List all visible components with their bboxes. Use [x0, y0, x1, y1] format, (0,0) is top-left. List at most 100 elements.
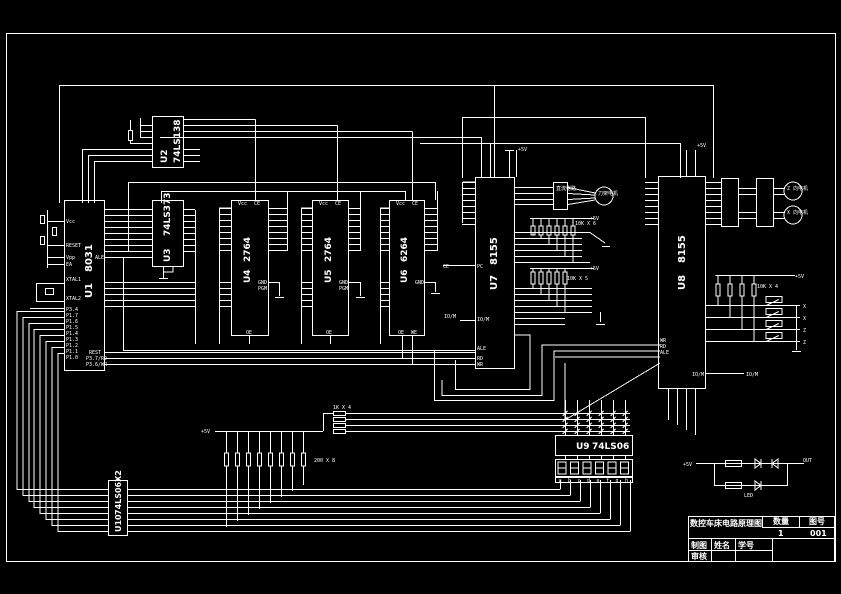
- resistor: [246, 452, 251, 467]
- resistor: [538, 225, 544, 236]
- resistor: [268, 452, 273, 467]
- segment-pin-label: a: [559, 478, 562, 484]
- drawing-no-value: 001: [810, 529, 827, 538]
- chip-u9-part: 74LS06: [592, 442, 629, 452]
- resistor: [570, 225, 576, 236]
- chip-u4: 2764 U4 Vcc CE GND PGM OE: [219, 200, 284, 344]
- capacitor-box: [765, 320, 783, 327]
- resistor: [257, 452, 262, 467]
- led-label: LED: [744, 493, 753, 499]
- pin-label: P1.5: [66, 325, 78, 331]
- vcc-label: +5V: [590, 216, 599, 222]
- chip-u3-ref: U3: [163, 248, 173, 262]
- chip-u7-part: 8155: [489, 237, 500, 265]
- capacitor-box: [765, 332, 783, 339]
- pin-label: P1.1: [66, 349, 78, 355]
- resistor: [224, 452, 229, 467]
- title-block: 数控车床电路原理图 数量 图号 1 001 制图 姓名 学号 审核: [688, 516, 835, 562]
- pin-label: Vcc: [396, 201, 405, 207]
- reset-crystal-circuit: [30, 210, 64, 309]
- led-circuit: +5V OUT LED: [683, 458, 812, 499]
- chip-u10: U10 74LS06X2: [108, 470, 128, 536]
- drawing-no-label: 图号: [809, 517, 825, 526]
- segment-pin-label: c: [578, 478, 581, 484]
- pin-label: IO/M: [477, 317, 489, 323]
- chip-u6-part: 6264: [400, 237, 410, 262]
- axis-label: X: [803, 316, 806, 322]
- vcc-label: +5V: [795, 274, 804, 280]
- pin-label: Vcc: [238, 201, 247, 207]
- pin-label: GND: [258, 280, 267, 286]
- axis-label: Z: [803, 328, 806, 334]
- resistor-label: 10K X 6: [575, 221, 596, 227]
- u7-peripherals: 直流电路 刀架电机 +5V 10K X 6 +5V 10K X 5: [515, 182, 618, 325]
- bus-line: [28, 323, 108, 502]
- pin-label: GND: [415, 280, 424, 286]
- pin-label: P1.2: [66, 343, 78, 349]
- chip-u6-ref: U6: [400, 269, 410, 283]
- pin-label: CE: [335, 201, 341, 207]
- segment-pin-label: h: [625, 478, 628, 484]
- pin-label: PGM: [258, 286, 267, 292]
- resistor: [538, 271, 544, 285]
- pin-label: OE: [398, 330, 404, 336]
- lower-bus: [16, 311, 631, 532]
- optocoupler-block-2: [721, 178, 739, 227]
- chip-u8-part: 8155: [677, 235, 688, 263]
- x-motor-label: X 向电机: [787, 209, 808, 216]
- vcc-label: +5V: [590, 266, 599, 272]
- pin-label: P3.7/RD: [86, 356, 107, 362]
- pin-label: ALE: [660, 350, 669, 356]
- vcc-label: +5V: [697, 143, 706, 149]
- bus-line: [45, 341, 108, 520]
- pin-label: XTAL2: [66, 296, 81, 302]
- chip-u2: U2 74LS138: [82, 116, 420, 203]
- x-motor: [783, 205, 803, 225]
- chip-u9: U9 74LS06: [555, 435, 633, 456]
- pin-label: PC: [477, 264, 483, 270]
- chip-u8-ref: U8: [677, 275, 688, 290]
- limit-switches: +5V 10K X 4 X X Z Z: [706, 274, 806, 352]
- bus-line: [22, 317, 108, 496]
- chip-u3-part: 74LS373: [163, 192, 173, 236]
- io-m-label: IO/M: [746, 372, 758, 378]
- pin-label: GND: [339, 280, 348, 286]
- led-supply-label: +5V: [683, 462, 692, 468]
- u7-lower-bus: [434, 334, 661, 421]
- resistor-label: 1K X 4: [333, 405, 351, 411]
- drawn-by-label: 制图: [691, 540, 707, 550]
- z-motor: [783, 181, 803, 201]
- resistor: [751, 283, 757, 297]
- pin-label: Vcc: [319, 201, 328, 207]
- drive-label: 直流电路: [556, 185, 576, 192]
- qty-label: 数量: [773, 516, 789, 526]
- bus-line: [39, 335, 108, 514]
- chip-u5: 2764 U5 Vcc CE GND PGM OE: [301, 200, 365, 344]
- resistor-label: 10K X 5: [567, 276, 588, 282]
- chip-u1: 8031 U1 Vcc RESET Vpp EA XTAL1 XTAL2 P3.…: [64, 200, 475, 371]
- bus-line: [57, 353, 108, 532]
- segment-pin-label: d: [587, 478, 590, 484]
- qty-value: 1: [778, 529, 784, 538]
- segment-pin-label: b: [568, 478, 571, 484]
- bus-line: [51, 347, 108, 526]
- resistor-array-1k: 1K X 4: [323, 405, 630, 434]
- io-m-label: IO/M: [444, 314, 456, 320]
- pin-label: P1.7: [66, 313, 78, 319]
- pin-label: WR: [477, 362, 484, 368]
- pin-label: ALE: [477, 346, 486, 352]
- resistor: [546, 271, 552, 285]
- resistor: [562, 225, 568, 236]
- pin-label: XTAL1: [66, 277, 81, 283]
- capacitor-box: [765, 308, 783, 315]
- pin-label: CE: [254, 201, 260, 207]
- resistor: [554, 271, 560, 285]
- pin-label: ALE: [95, 255, 104, 261]
- tool-motor-label: 刀架电机: [598, 190, 618, 197]
- pin-label: P1.3: [66, 337, 78, 343]
- resistor-array-200: [215, 431, 323, 527]
- chip-u2-part: 74LS138: [173, 119, 183, 163]
- pin-label: WE: [411, 330, 417, 336]
- drawing-border: [6, 33, 836, 562]
